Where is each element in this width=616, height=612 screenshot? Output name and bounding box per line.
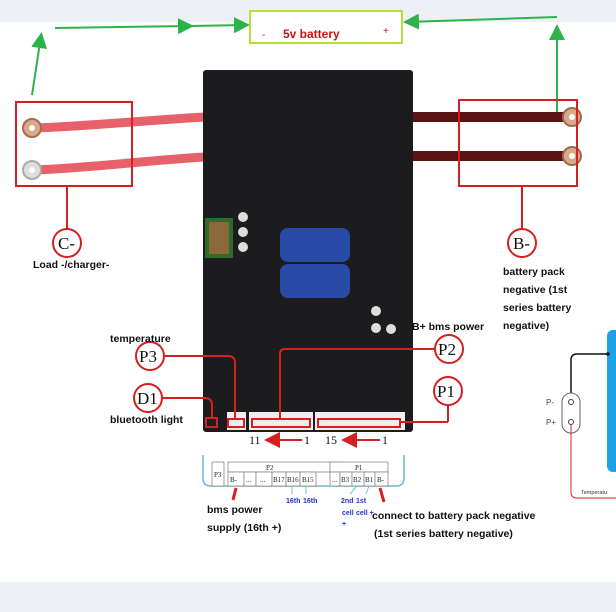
bms-power-label: bms power — [207, 504, 262, 516]
left-cables — [22, 112, 206, 180]
p1-text: P1 — [437, 382, 455, 401]
temperature-label: temperature — [110, 333, 171, 345]
cell-2nd-label: 2nd — [341, 498, 353, 505]
arrow-to-battery-plus — [403, 13, 558, 30]
battery-pack-label: battery pack — [503, 266, 565, 278]
p2-text: P2 — [438, 340, 456, 359]
p2-range-to: 1 — [304, 433, 310, 447]
pin-cell: B3 — [341, 476, 350, 484]
capacitor — [280, 228, 350, 262]
pin-cell: B- — [377, 476, 385, 484]
right-cables — [405, 107, 582, 166]
cell-2nd-label: cell — [342, 510, 354, 517]
arrow-mid-left — [54, 18, 194, 35]
connect-label: (1st series battery negative) — [374, 528, 513, 540]
battery-pack-label: negative) — [503, 320, 549, 332]
arrow-up-left — [31, 32, 48, 96]
battery-minus: - — [262, 30, 265, 41]
load-charger-label: Load -/charger- — [33, 259, 110, 271]
arrow-to-battery-minus — [189, 17, 250, 34]
p3-text: P3 — [139, 347, 157, 366]
battery-label: 5v battery — [283, 27, 340, 41]
p2-connector — [249, 412, 313, 430]
connect-label: connect to battery pack negative — [372, 510, 536, 522]
pin-cell: ... — [260, 476, 266, 484]
c-minus-text: C- — [58, 234, 75, 253]
c-minus-callout — [52, 228, 82, 258]
capacitor — [280, 264, 350, 298]
p-plus-label: P+ — [546, 418, 556, 427]
p1-callout — [433, 376, 463, 406]
pin-cell: ... — [332, 476, 338, 484]
pin-p1-title: P1 — [355, 464, 363, 472]
d1-callout — [133, 383, 163, 413]
battery-plus: + — [383, 26, 389, 37]
pin-p2-title: P2 — [266, 464, 274, 472]
pin-table: P3 P2 B- ... ... B17 B16 B15 P1 ... B3 B… — [202, 455, 405, 528]
pin-cell: B17 — [273, 476, 285, 484]
bms-power-label: supply (16th +) — [207, 522, 281, 534]
pin-cell: B16 — [287, 476, 299, 484]
p1-range-from: 15 — [325, 433, 337, 447]
temperature-footer: Temperatu — [581, 490, 607, 496]
bottom-band — [0, 582, 616, 612]
d1-text: D1 — [137, 389, 158, 408]
p3-connector — [227, 412, 246, 430]
b-minus-highlight — [458, 99, 578, 187]
pin-cell: B1 — [365, 476, 374, 484]
battery-pack-label: series battery — [503, 302, 571, 314]
b-minus-text: B- — [513, 234, 530, 253]
cell-15th-label: 16th — [303, 498, 317, 505]
p2-callout — [434, 334, 464, 364]
b-minus-callout — [507, 228, 537, 258]
cell-1st-label: 1st — [356, 498, 367, 505]
bms-board — [203, 70, 413, 432]
p3-callout — [135, 341, 165, 371]
p1-range-to: 1 — [382, 433, 388, 447]
pin-p3: P3 — [214, 471, 222, 479]
side-diagram: P- P+ Temperatu — [546, 330, 616, 499]
pin-cell: B15 — [302, 476, 314, 484]
b-plus-power-label: B+ bms power — [412, 321, 484, 333]
pin-cell: ... — [246, 476, 252, 484]
c-minus-highlight — [15, 101, 133, 187]
p1-connector — [315, 412, 405, 430]
p2-range-from: 11 — [249, 433, 261, 447]
cell-2nd-label: + — [342, 521, 346, 528]
battery-pack-label: negative (1st — [503, 284, 568, 296]
bluetooth-light-label: bluetooth light — [110, 414, 183, 426]
5v-battery-box: - 5v battery + — [249, 10, 403, 44]
cell-1st-label: cell + — [356, 510, 374, 517]
pin-cell: B- — [230, 476, 238, 484]
pin-cell: B2 — [353, 476, 362, 484]
cell-16th-label: 16th — [286, 498, 300, 505]
p-minus-label: P- — [546, 398, 554, 407]
